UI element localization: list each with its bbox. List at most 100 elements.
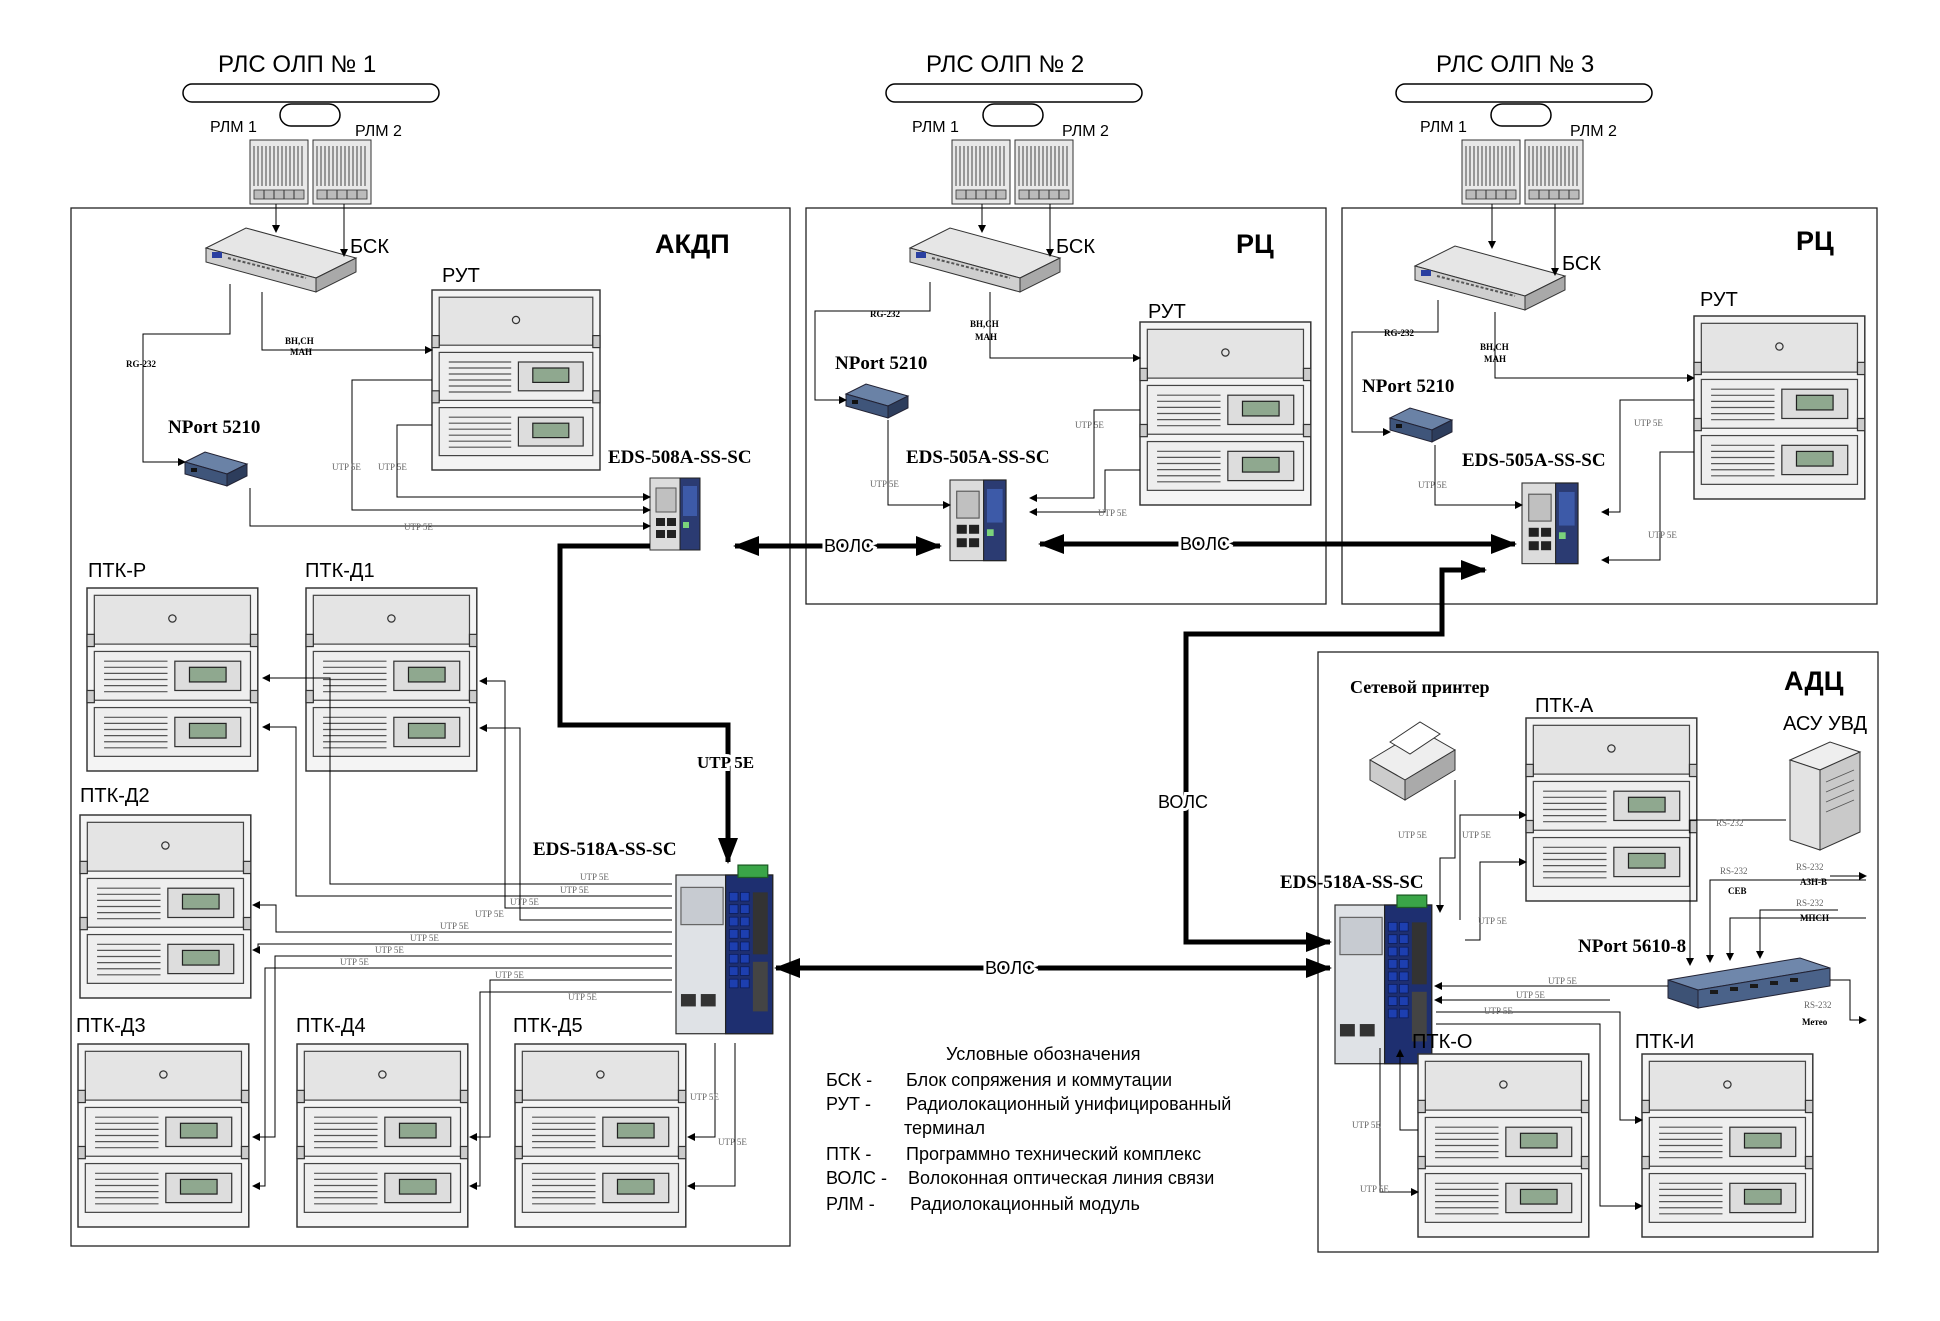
radar-1-title: РЛС ОЛП № 1 bbox=[218, 51, 376, 78]
ptk-i-label: ПТК-И bbox=[1635, 1031, 1694, 1053]
rc2-utp-1: UTP 5E bbox=[1418, 480, 1447, 490]
adc-utp-8: UTP 5E bbox=[1360, 1184, 1389, 1194]
utp-akdp-c: UTP 5E bbox=[510, 897, 539, 907]
utp-akdp-h: UTP 5E bbox=[340, 957, 369, 967]
adc-meteo-label: Метео bbox=[1802, 1017, 1828, 1027]
radar-1-rlm2: РЛМ 2 bbox=[355, 123, 402, 140]
radar-3-rlm1: РЛМ 1 bbox=[1420, 119, 1467, 136]
legend-abbr-0: БСК - bbox=[826, 1070, 872, 1090]
adc-utp-1: UTP 5E bbox=[1398, 830, 1427, 840]
adc-utp-2: UTP 5E bbox=[1462, 830, 1491, 840]
adc-rs232-4: RS-232 bbox=[1796, 898, 1824, 908]
zone-adc-label: АДЦ bbox=[1784, 666, 1844, 696]
ptk-d5 bbox=[514, 1043, 687, 1228]
nport-rc1 bbox=[845, 383, 909, 419]
bsk-rc2-label: БСК bbox=[1562, 253, 1601, 275]
eds508-switch bbox=[649, 477, 701, 551]
nport-akdp bbox=[184, 451, 248, 487]
ptk-d5-label: ПТК-Д5 bbox=[513, 1015, 583, 1037]
legend-text-5: Радиолокационный модуль bbox=[910, 1194, 1140, 1214]
ptk-d3 bbox=[77, 1043, 250, 1228]
rc1-utp-1: UTP 5E bbox=[870, 479, 899, 489]
rut-rc1-label: РУТ bbox=[1148, 301, 1186, 323]
zone-rc2-label: РЦ bbox=[1796, 226, 1834, 256]
akdp-utp-3: UTP 5E bbox=[404, 522, 433, 532]
radar-3-rlm2: РЛМ 2 bbox=[1570, 123, 1617, 140]
legend-text-0: Блок сопряжения и коммутации bbox=[906, 1070, 1172, 1090]
ptk-d2-label: ПТК-Д2 bbox=[80, 785, 150, 807]
legend-abbr-4: ВОЛС - bbox=[826, 1168, 887, 1188]
adc-utp-5: UTP 5E bbox=[1516, 990, 1545, 1000]
adc-links: UTP 5E UTP 5E UTP 5E UTP 5E UTP 5E UTP 5… bbox=[1352, 780, 1867, 1210]
rut-rc1 bbox=[1139, 321, 1312, 506]
rc1-vhsh-label: ВН,СН bbox=[970, 319, 999, 329]
asu-label: АСУ УВД bbox=[1783, 713, 1868, 735]
legend-text-4: Волоконная оптическая линия связи bbox=[908, 1168, 1214, 1188]
legend-text-1: Радиолокационный унифицированный bbox=[906, 1094, 1231, 1114]
ptk-d1 bbox=[305, 587, 478, 772]
legend-title: Условные обозначения bbox=[946, 1044, 1140, 1064]
utp-akdp-i: UTP 5E bbox=[495, 970, 524, 980]
adc-rs232-1: RS-232 bbox=[1716, 818, 1744, 828]
ptk-o-label: ПТК-О bbox=[1412, 1031, 1472, 1053]
server-icon bbox=[1788, 741, 1862, 851]
legend-abbr-1: РУТ - bbox=[826, 1094, 871, 1114]
zone-akdp-box bbox=[70, 207, 791, 1247]
rut-rc2 bbox=[1693, 315, 1866, 500]
bsk-rc1-label: БСК bbox=[1056, 236, 1095, 258]
adc-azn-label: АЗН-В bbox=[1800, 877, 1827, 887]
vols-label-3: ВОЛС bbox=[985, 958, 1035, 978]
ptk-a-label: ПТК-А bbox=[1535, 695, 1594, 717]
radar-3: РЛС ОЛП № 3 РЛМ 1 РЛМ 2 bbox=[1395, 51, 1653, 205]
zone-rc1-label: РЦ bbox=[1236, 229, 1274, 259]
utp5e-main-label: UTP 5E bbox=[697, 753, 754, 772]
vols-label-4: ВОЛС bbox=[1158, 792, 1208, 812]
nport-rc2-label: NPort 5210 bbox=[1362, 376, 1454, 397]
radar-3-title: РЛС ОЛП № 3 bbox=[1436, 51, 1594, 78]
rc2-rs232-label: RG-232 bbox=[1384, 328, 1414, 338]
akdp-ptk-links: UTP 5E UTP 5E UTP 5E UTP 5E UTP 5E UTP 5… bbox=[252, 674, 747, 1190]
utp-akdp-a: UTP 5E bbox=[580, 872, 609, 882]
utp-akdp-l: UTP 5E bbox=[718, 1137, 747, 1147]
utp-akdp-g: UTP 5E bbox=[375, 945, 404, 955]
eds505-rc1-label: EDS-505A-SS-SC bbox=[906, 447, 1050, 468]
eds505-rc1-switch bbox=[949, 479, 1007, 562]
utp-akdp-d: UTP 5E bbox=[475, 909, 504, 919]
nport5610-device bbox=[1667, 957, 1831, 1009]
zone-akdp-label: АКДП bbox=[655, 229, 730, 259]
ptk-o bbox=[1417, 1053, 1590, 1238]
ptk-d2 bbox=[79, 814, 252, 999]
akdp-rs232-label: RG-232 bbox=[126, 359, 156, 369]
nport-rc2 bbox=[1389, 407, 1453, 443]
legend: Условные обозначения БСК - Блок сопряжен… bbox=[826, 1044, 1231, 1214]
legend-abbr-3: ПТК - bbox=[826, 1144, 871, 1164]
rc2-utp-2: UTP 5E bbox=[1634, 418, 1663, 428]
utp-akdp-k: UTP 5E bbox=[690, 1092, 719, 1102]
radar-2: РЛС ОЛП № 2 РЛМ 1 РЛМ 2 bbox=[885, 51, 1143, 205]
ptk-i bbox=[1641, 1053, 1814, 1238]
rc1-man-label: МАН bbox=[975, 332, 997, 342]
radar-1-rlm1: РЛМ 1 bbox=[210, 119, 257, 136]
rc1-utp-2: UTP 5E bbox=[1075, 420, 1104, 430]
akdp-vhsh-label: ВН,СН bbox=[285, 336, 314, 346]
utp-akdp-f: UTP 5E bbox=[410, 933, 439, 943]
bsk-akdp bbox=[205, 227, 357, 293]
legend-text-3: Программно технический комплекс bbox=[906, 1144, 1201, 1164]
utp-akdp-b: UTP 5E bbox=[560, 885, 589, 895]
ptk-d4 bbox=[296, 1043, 469, 1228]
radar-2-rlm1: РЛМ 1 bbox=[912, 119, 959, 136]
zone-rc1-box bbox=[805, 207, 1327, 605]
bsk-akdp-label: БСК bbox=[350, 236, 389, 258]
zone-adc-box bbox=[1317, 651, 1879, 1253]
akdp-man-label: МАН bbox=[290, 347, 312, 357]
ptk-d3-label: ПТК-Д3 bbox=[76, 1015, 146, 1037]
vols-label-2: ВОЛС bbox=[1180, 534, 1230, 554]
legend-text-2: терминал bbox=[904, 1118, 985, 1138]
nport5610-label: NPort 5610-8 bbox=[1578, 936, 1686, 957]
adc-utp-4: UTP 5E bbox=[1548, 976, 1577, 986]
nport-akdp-label: NPort 5210 bbox=[168, 417, 260, 438]
adc-mpsn-label: МПСН bbox=[1800, 913, 1829, 923]
rc2-vhsh-label: ВН,СН bbox=[1480, 342, 1509, 352]
eds505-rc2-switch bbox=[1521, 482, 1579, 565]
eds505-rc2-label: EDS-505A-SS-SC bbox=[1462, 450, 1606, 471]
